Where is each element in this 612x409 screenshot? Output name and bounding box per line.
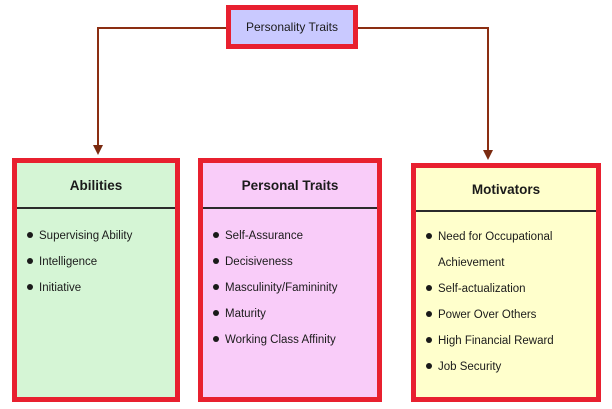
list-item-label: Need for Occupational Achievement — [438, 231, 553, 269]
motivators-card-title: Motivators — [416, 168, 596, 212]
list-item: Power Over Others — [426, 302, 588, 328]
list-item-label: Self-actualization — [438, 283, 526, 295]
list-item-label: Masculinity/Famininity — [225, 282, 338, 294]
list-item-label: Supervising Ability — [39, 230, 133, 242]
bullet-icon — [27, 232, 33, 238]
bullet-icon — [426, 337, 432, 343]
bullet-icon — [426, 233, 432, 239]
bullet-icon — [213, 284, 219, 290]
list-item: Maturity — [213, 301, 377, 327]
list-item: Intelligence — [27, 249, 175, 275]
list-item: Need for Occupational Achievement — [426, 224, 588, 276]
bullet-icon — [213, 258, 219, 264]
list-item: Initiative — [27, 275, 175, 301]
connector-to-abilities — [93, 27, 226, 155]
bullet-icon — [426, 311, 432, 317]
list-item-label: Maturity — [225, 308, 266, 320]
bullet-icon — [426, 363, 432, 369]
abilities-list: Supervising Ability Intelligence Initiat… — [17, 209, 175, 301]
personal-traits-card-title: Personal Traits — [203, 163, 377, 209]
list-item: Self-actualization — [426, 276, 588, 302]
bullet-icon — [213, 310, 219, 316]
list-item-label: Decisiveness — [225, 256, 293, 268]
personal-traits-card: Personal Traits Self-Assurance Decisiven… — [198, 158, 382, 402]
list-item: Masculinity/Famininity — [213, 275, 377, 301]
list-item: Working Class Affinity — [213, 327, 377, 353]
list-item-label: High Financial Reward — [438, 335, 554, 347]
list-item: High Financial Reward — [426, 328, 588, 354]
personal-traits-list: Self-Assurance Decisiveness Masculinity/… — [203, 209, 377, 353]
list-item: Self-Assurance — [213, 223, 377, 249]
bullet-icon — [213, 232, 219, 238]
list-item: Decisiveness — [213, 249, 377, 275]
root-node-personality-traits: Personality Traits — [226, 5, 358, 49]
list-item-label: Initiative — [39, 282, 82, 294]
list-item-label: Job Security — [438, 361, 502, 373]
list-item: Job Security — [426, 354, 588, 380]
bullet-icon — [27, 284, 33, 290]
bullet-icon — [426, 285, 432, 291]
root-node-label: Personality Traits — [245, 20, 339, 34]
list-item-label: Working Class Affinity — [225, 334, 336, 346]
list-item-label: Self-Assurance — [225, 230, 303, 242]
list-item: Supervising Ability — [27, 223, 175, 249]
motivators-card: Motivators Need for Occupational Achieve… — [411, 163, 601, 402]
bullet-icon — [27, 258, 33, 264]
list-item-label: Intelligence — [39, 256, 98, 268]
connector-to-motivators — [358, 27, 493, 160]
abilities-card-title: Abilities — [17, 163, 175, 209]
abilities-card: Abilities Supervising Ability Intelligen… — [12, 158, 180, 402]
motivators-list: Need for Occupational Achievement Self-a… — [416, 212, 596, 380]
list-item-label: Power Over Others — [438, 309, 537, 321]
bullet-icon — [213, 336, 219, 342]
